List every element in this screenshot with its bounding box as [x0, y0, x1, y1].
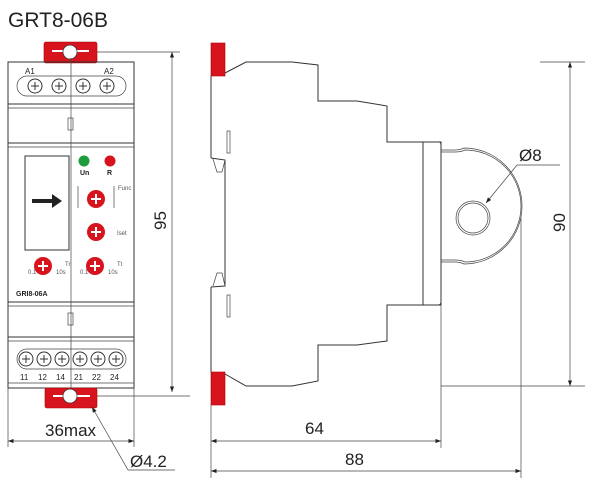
knob-func-label: Func [118, 186, 131, 192]
svg-text:Ø4.2: Ø4.2 [130, 452, 167, 471]
dimension-90: 90 [441, 61, 585, 387]
led-un [78, 155, 90, 167]
front-view: A1 A2 Un R Func Iset [7, 41, 135, 409]
svg-text:10s: 10s [108, 270, 118, 276]
label-window [24, 155, 70, 251]
knob-tt-label: Tt [117, 262, 123, 268]
terminal-label-12: 12 [38, 373, 47, 382]
drawing-title: GRT8-06B [8, 9, 108, 32]
dimension-88: 88 [211, 218, 522, 478]
bottom-terminal-screws [18, 351, 124, 367]
knob-tt[interactable]: 0.1 10s Tt [80, 257, 123, 276]
dimension-mount-hole: Ø4.2 [91, 406, 175, 471]
svg-text:Ø8: Ø8 [519, 146, 542, 165]
dimension-hole-8: Ø8 [485, 146, 560, 204]
model-label: GRI8-06A [16, 291, 48, 298]
knob-iset[interactable]: Iset [87, 223, 127, 241]
top-terminal-screws [27, 78, 115, 94]
knob-tr[interactable]: 0.1 10s Tr [28, 257, 70, 276]
led-r [104, 155, 116, 167]
dimension-95: 95 [97, 51, 190, 397]
svg-text:10s: 10s [56, 270, 66, 276]
side-top-clip [210, 42, 226, 77]
terminal-label-14: 14 [56, 373, 65, 382]
cable-hole-inner [457, 202, 489, 234]
terminal-label-21: 21 [74, 373, 83, 382]
svg-text:88: 88 [345, 450, 364, 469]
knob-tr-label: Tr [65, 262, 70, 268]
bottom-mount-hole [62, 388, 78, 404]
svg-text:64: 64 [305, 419, 324, 438]
led-r-label: R [107, 170, 112, 177]
svg-text:36max: 36max [45, 421, 97, 440]
side-bottom-clip [210, 371, 226, 406]
dimension-64: 64 [210, 305, 442, 478]
knob-func[interactable]: Func [77, 186, 131, 208]
svg-text:95: 95 [151, 211, 170, 230]
led-un-label: Un [80, 170, 89, 177]
arrow-icon [52, 194, 62, 208]
svg-text:90: 90 [550, 213, 569, 232]
terminal-label-a2: A2 [104, 67, 114, 76]
terminal-label-22: 22 [92, 373, 101, 382]
terminal-label-24: 24 [110, 373, 119, 382]
top-mount-hole [62, 44, 78, 60]
cable-hole-outer [455, 200, 491, 236]
dimension-36max: 36max [7, 388, 135, 447]
terminal-label-a1: A1 [25, 67, 35, 76]
side-view [210, 42, 523, 406]
terminal-label-11: 11 [20, 373, 29, 382]
svg-text:0.1: 0.1 [80, 270, 89, 276]
svg-text:0.1: 0.1 [28, 270, 37, 276]
knob-iset-label: Iset [117, 231, 127, 237]
